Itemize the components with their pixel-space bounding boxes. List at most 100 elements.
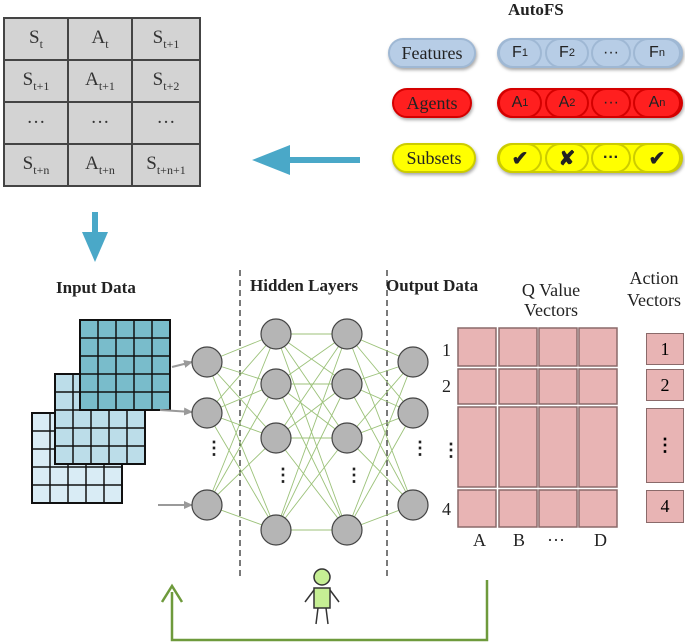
subset-item: ···	[591, 143, 631, 173]
action-vector-cell: 4	[646, 490, 684, 523]
state-table-cell: ···	[67, 101, 133, 145]
q-value-title-line1: Q Value	[521, 280, 581, 300]
q-value-cell	[457, 406, 497, 488]
neuron-node	[331, 514, 363, 546]
agent-item: ···	[591, 88, 631, 118]
hidden-layers-label: Hidden Layers	[250, 276, 359, 295]
input-data-grids	[31, 319, 171, 504]
q-col-label: ···	[547, 530, 565, 550]
features-label: Features	[401, 42, 463, 63]
state-table-cell: ···	[131, 101, 201, 145]
action-vectors-title-line2: Vectors	[627, 290, 681, 310]
q-value-cell	[578, 368, 618, 405]
neuron-node	[260, 514, 292, 546]
action-vector-cell: ⋮	[646, 408, 684, 483]
q-value-cell	[457, 489, 497, 528]
state-table-cell: St	[3, 17, 69, 61]
q-row-label: 2	[442, 376, 451, 396]
autofs-title: AutoFS	[508, 0, 564, 19]
neuron-node	[331, 318, 363, 350]
neuron-node	[260, 318, 292, 350]
features-pill: Features	[388, 38, 476, 68]
q-value-cell	[578, 406, 618, 488]
state-table-cell: At+1	[67, 59, 133, 103]
state-table-cell: St+1	[131, 17, 201, 61]
q-value-matrix	[457, 327, 618, 528]
neuron-node	[260, 422, 292, 454]
q-value-title: Q Value Vectors	[496, 280, 606, 320]
state-table-cell: ···	[3, 101, 69, 145]
neuron-node	[260, 368, 292, 400]
q-col-label: B	[513, 530, 526, 550]
q-value-cell	[578, 327, 618, 367]
agents-label: Agents	[406, 92, 458, 113]
output-data-label: Output Data	[386, 276, 479, 295]
q-value-cell	[498, 489, 538, 528]
vertical-dots: ⋮	[274, 465, 292, 485]
q-value-cell	[538, 489, 578, 528]
q-value-cell	[538, 368, 578, 405]
state-table-cell: At	[67, 17, 133, 61]
subset-item: ✔	[498, 143, 542, 173]
action-vectors-title-line1: Action	[629, 268, 679, 288]
feature-item: ···	[591, 38, 631, 68]
neuron-node	[397, 397, 429, 429]
neuron-node	[331, 368, 363, 400]
q-value-cell	[498, 368, 538, 405]
state-table-cell: St+1	[3, 59, 69, 103]
q-col-label: D	[594, 530, 607, 550]
q-row-label: 1	[442, 340, 451, 360]
neuron-node	[191, 489, 223, 521]
action-vector-cell: 2	[646, 369, 684, 401]
neuron-node	[191, 346, 223, 378]
autofs-to-table-arrow	[252, 145, 360, 175]
state-table-cell: St+n+1	[131, 143, 201, 187]
agents-pill: Agents	[392, 88, 472, 118]
q-value-cell	[498, 327, 538, 367]
state-table-cell: St+2	[131, 59, 201, 103]
subsets-label: Subsets	[406, 147, 462, 168]
subsets-pill: Subsets	[392, 143, 476, 173]
subset-item: ✘	[545, 143, 589, 173]
feedback-loop-arrow	[160, 580, 489, 642]
network-nodes	[191, 318, 429, 546]
neuron-node	[191, 397, 223, 429]
action-vectors-title: Action Vectors	[620, 267, 685, 311]
action-vector-cell: 1	[646, 333, 684, 365]
vertical-dots: ⋮	[205, 438, 223, 458]
state-table-row: ·········	[3, 101, 201, 145]
user-figure-icon	[304, 568, 340, 625]
q-value-cell	[538, 406, 578, 488]
q-row-label: ⋮	[442, 440, 460, 460]
neuron-node	[397, 346, 429, 378]
vertical-dots: ⋮	[411, 438, 429, 458]
input-arrows	[158, 360, 193, 509]
state-table-cell: St+n	[3, 143, 69, 187]
state-table-cell: At+n	[67, 143, 133, 187]
q-value-cell	[457, 368, 497, 405]
q-value-title-line2: Vectors	[524, 300, 578, 320]
q-value-cell	[498, 406, 538, 488]
q-row-label: 4	[442, 499, 451, 519]
input-data-label: Input Data	[56, 278, 136, 297]
q-value-cell	[538, 327, 578, 367]
network-connections	[206, 333, 414, 531]
neuron-node	[331, 422, 363, 454]
q-value-cell	[457, 327, 497, 367]
neuron-node	[397, 489, 429, 521]
q-value-cell	[578, 489, 618, 528]
vertical-dots: ⋮	[345, 465, 363, 485]
q-col-label: A	[473, 530, 486, 550]
table-to-input-arrow	[82, 212, 108, 262]
